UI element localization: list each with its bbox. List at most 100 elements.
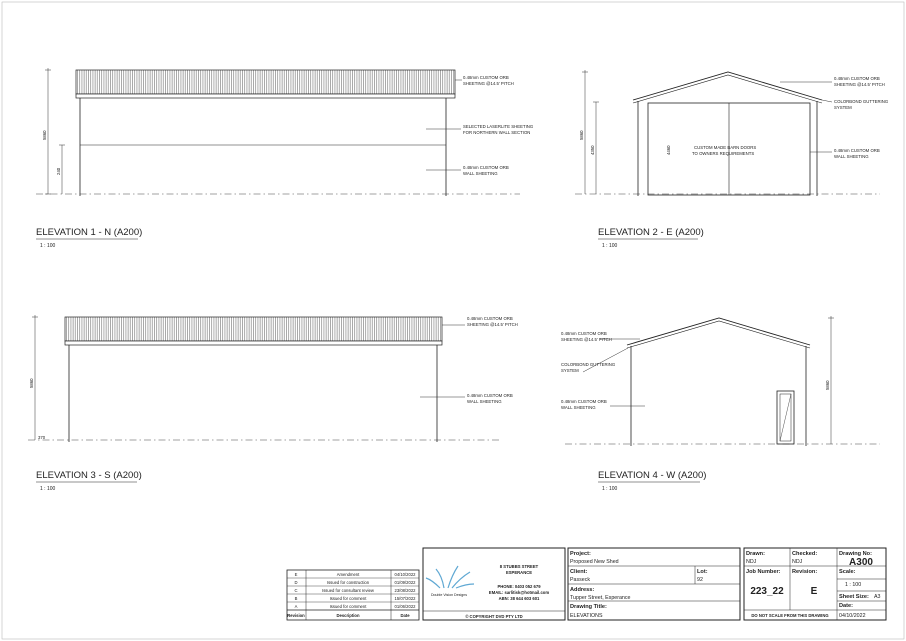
drawing-info-box: Drawn: NDJ Checked: NDJ Drawing No: A300… [743, 547, 887, 621]
company-logo-icon [425, 565, 475, 589]
company-address-1: 8 STUBBS STREET [500, 564, 539, 569]
drawn-value: NDJ [746, 559, 757, 565]
dim-height: 5860 [42, 130, 47, 140]
note: SHEETING @14.5' PITCH [561, 337, 612, 342]
svg-text:C: C [294, 588, 297, 593]
lot-value: 92 [697, 577, 703, 583]
address-value: Tupper Street, Esperance [570, 595, 631, 601]
description-header: Description [336, 613, 359, 618]
note: SYSTEM [561, 368, 579, 373]
dim-height: 5860 [29, 378, 34, 388]
note: COLORBOND GUTTERING [561, 362, 616, 367]
svg-text:Issued for construction: Issued for construction [327, 580, 370, 585]
revision-value: E [811, 586, 818, 597]
client-value: Passeck [570, 577, 590, 583]
disclaimer: DO NOT SCALE FROM THIS DRAWING [751, 613, 828, 618]
elevation-w: 5860 0.48mm CUSTOM ORB SHEETING @14.5' P… [561, 316, 880, 492]
roof-underside [626, 320, 811, 349]
elevation-n: 5860 240 0.48mm CUSTOM ORB SHEETING @14.… [36, 68, 534, 249]
drawing-title-label: Drawing Title: [570, 604, 607, 610]
lot-label: Lot: [697, 569, 708, 575]
dim-sub: 370 [38, 435, 46, 440]
note: WALL SHEETING [834, 154, 869, 159]
dim-wall: 4350 [590, 145, 595, 155]
svg-text:15/07/2022: 15/07/2022 [395, 596, 417, 601]
elevation-title: ELEVATION 1 - N (A200) [36, 227, 142, 238]
roof-outline [632, 71, 823, 101]
note: CUSTOM MADE BARN DOORS [694, 145, 756, 150]
svg-text:A: A [295, 604, 298, 609]
note: 0.48mm CUSTOM ORB [834, 148, 880, 153]
drawn-label: Drawn: [746, 551, 765, 557]
svg-text:Amendment: Amendment [337, 572, 360, 577]
elevation-scale: 1 : 100 [40, 243, 56, 249]
client-label: Client: [570, 569, 588, 575]
note: SHEETING @14.5' PITCH [467, 322, 518, 327]
elevation-scale: 1 : 100 [602, 243, 618, 249]
company-phone: PHONE: 0403 052 679 [497, 584, 541, 589]
svg-text:23/08/2022: 23/08/2022 [395, 588, 417, 593]
svg-text:01/06/2022: 01/06/2022 [395, 604, 417, 609]
company-email: EMAIL: sarlitisk@hotmail.com [489, 590, 549, 595]
drawing-no-value: A300 [849, 557, 873, 568]
gutter [75, 93, 456, 99]
revision-label: Revision: [792, 569, 817, 575]
dim-height: 5860 [579, 130, 584, 140]
note: 0.48mm CUSTOM ORB [467, 316, 513, 321]
job-number-value: 223_22 [750, 586, 784, 597]
elevation-scale: 1 : 100 [602, 486, 618, 492]
checked-value: NDJ [792, 559, 803, 565]
roof-sheeting [64, 316, 443, 342]
date-value: 04/10/2022 [839, 613, 866, 619]
note: 0.48mm CUSTOM ORB [463, 165, 509, 170]
svg-text:D: D [294, 580, 297, 585]
revision-row: B Issued for comment 15/07/2022 [295, 596, 417, 601]
roof-outline [626, 317, 811, 346]
dim-height: 5860 [825, 380, 830, 390]
elevation-title: ELEVATION 4 - W (A200) [598, 470, 706, 481]
note: WALL SHEETING [463, 171, 498, 176]
project-value: Proposed New Shed [570, 559, 619, 565]
job-number-label: Job Number: [746, 569, 781, 575]
note: SELECTED LASERLITE SHEETING [463, 124, 534, 129]
checked-label: Checked: [792, 551, 817, 557]
svg-text:E: E [295, 572, 298, 577]
roof-sheeting [75, 69, 456, 95]
revision-row: D Issued for construction 01/09/2022 [294, 580, 416, 585]
company-box: Double Vision Designs 8 STUBBS STREET ES… [422, 547, 566, 621]
note: 0.48mm CUSTOM ORB [467, 393, 513, 398]
drawing-title-value: ELEVATIONS [570, 613, 603, 619]
revision-table: E Amendment 04/10/2022 D Issued for cons… [286, 569, 420, 621]
scale-label: Scale: [839, 569, 856, 575]
project-label: Project: [570, 551, 591, 557]
date-header: Date [400, 613, 410, 618]
revision-row: C Issued for consultant review 23/08/202… [294, 588, 416, 593]
sheet-size-value: A3 [874, 594, 881, 600]
personal-door [776, 390, 795, 445]
svg-text:04/10/2022: 04/10/2022 [395, 572, 417, 577]
logo-text: Double Vision Designs [431, 593, 467, 597]
note: 0.48mm CUSTOM ORB [463, 75, 509, 80]
svg-text:Issued for comment: Issued for comment [330, 596, 368, 601]
dim-door: 4460 [666, 145, 671, 155]
revision-row: E Amendment 04/10/2022 [295, 572, 417, 577]
elevation-scale: 1 : 100 [40, 486, 56, 492]
elevation-e: CUSTOM MADE BARN DOORS TO OWNERS REQUIRE… [575, 70, 889, 249]
svg-text:Issued for comment: Issued for comment [330, 604, 368, 609]
svg-text:01/09/2022: 01/09/2022 [395, 580, 417, 585]
note: SYSTEM [834, 105, 852, 110]
company-abn: ABN: 38 644 603 601 [499, 596, 540, 601]
date-label: Date: [839, 603, 853, 609]
copyright: © COPYRIGHT DVD PTY LTD [465, 614, 522, 619]
scale-value: 1 : 100 [845, 582, 861, 588]
note: 0.48mm CUSTOM ORB [834, 76, 880, 81]
elevation-s: 5860 370 0.48mm CUSTOM ORB SHEETING @14.… [28, 315, 518, 492]
note: FOR NORTHERN WALL SECTION [463, 130, 530, 135]
elevation-title: ELEVATION 3 - S (A200) [36, 470, 142, 481]
note: COLORBOND GUTTERING [834, 99, 889, 104]
roof-underside [632, 74, 823, 104]
revision-header: Revision [287, 613, 305, 618]
